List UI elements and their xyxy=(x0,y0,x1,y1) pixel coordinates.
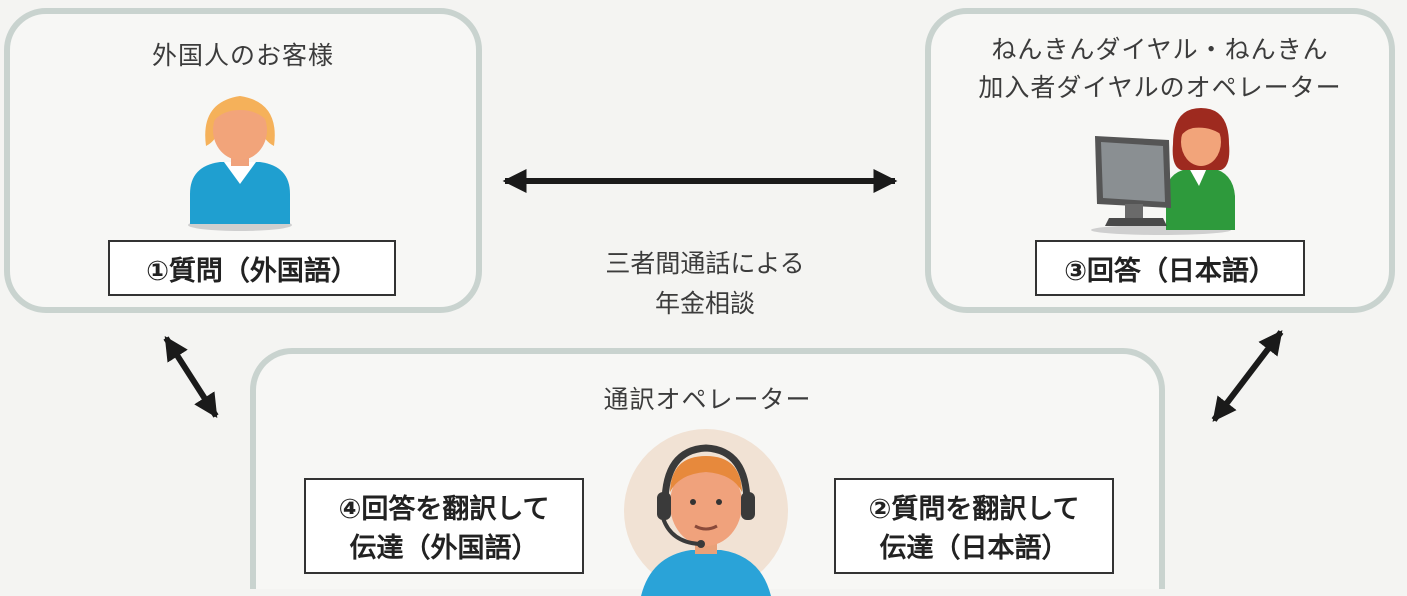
operator-at-computer-icon xyxy=(1091,108,1235,235)
interpreter-left-step-line1: ④回答を翻訳して xyxy=(338,494,550,525)
customer-panel: 外国人のお客様 ①質問（外国語） xyxy=(4,8,482,313)
interpreter-right-step-line2: 伝達（日本語） xyxy=(879,533,1069,564)
operator-title-line1: ねんきんダイヤル・ねんきん xyxy=(991,35,1329,64)
interpreter-title: 通訳オペレーター xyxy=(603,385,812,414)
operator-panel: ねんきんダイヤル・ねんきん 加入者ダイヤルのオペレーター ③回答（日本語） xyxy=(925,8,1395,313)
interpreter-left-step-line2: 伝達（外国語） xyxy=(349,533,539,564)
right-diagonal-double-arrow xyxy=(1211,330,1284,422)
operator-step-label: ③回答（日本語） xyxy=(1035,240,1305,296)
woman-user-icon xyxy=(188,96,292,231)
left-diagonal-double-arrow xyxy=(163,335,219,419)
interpreter-left-step: ④回答を翻訳して 伝達（外国語） xyxy=(304,478,584,574)
operator-title-line2: 加入者ダイヤルのオペレーター xyxy=(978,73,1342,102)
customer-step-label: ①質問（外国語） xyxy=(108,240,396,296)
interpreter-right-step-line1: ②質問を翻訳して xyxy=(868,494,1080,525)
headset-interpreter-icon xyxy=(624,429,788,596)
center-caption: 三者間通話による 年金相談 xyxy=(560,244,850,324)
center-caption-line2: 年金相談 xyxy=(654,289,755,318)
interpreter-panel: 通訳オペレーター ④回答を翻訳して 伝達（外国語） ②質問を翻訳して 伝達（日本… xyxy=(250,348,1165,596)
interpreter-right-step: ②質問を翻訳して 伝達（日本語） xyxy=(834,478,1114,574)
center-caption-line1: 三者間通話による xyxy=(605,249,805,278)
customer-title: 外国人のお客様 xyxy=(151,41,334,70)
